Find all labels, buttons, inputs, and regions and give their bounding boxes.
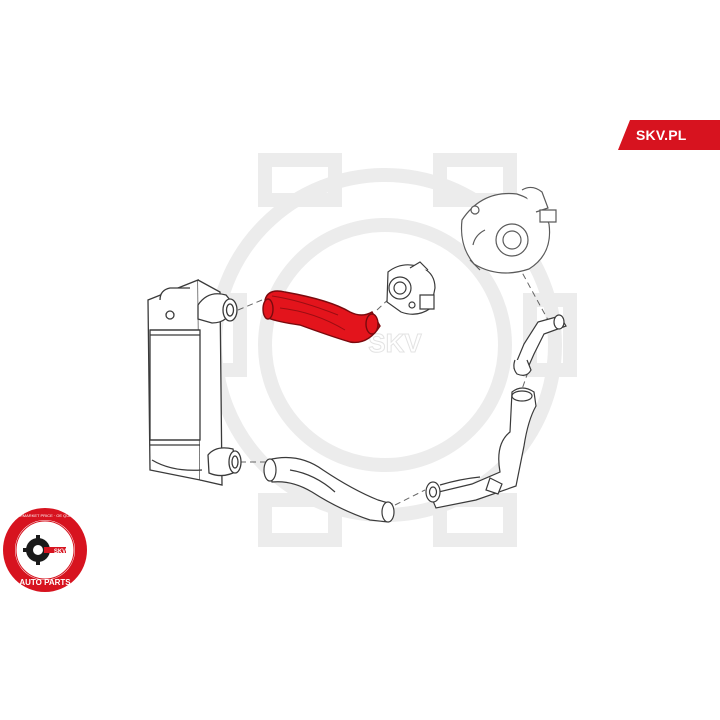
badge-center-text: SKV [54,549,66,555]
throttle-body [386,261,436,315]
turbo-outlet-pipe [513,314,567,376]
badge-bottom-text: AUTO PARTS [19,578,71,587]
turbocharger [460,186,557,274]
highlighted-charge-hose [262,290,381,344]
lower-connecting-hose [263,457,395,523]
watermark-text: SKV [368,328,422,358]
lower-charge-pipe [425,387,537,509]
skv-auto-parts-badge: SKV AUTO PARTS AFTERMARKET PRICE · OE QU… [3,508,87,592]
brand-tab-shape [618,120,720,150]
intercooler [147,279,242,486]
badge-ring-text: AFTERMARKET PRICE · OE QUALITY [10,513,81,518]
brand-site-label[interactable]: SKV.PL [636,127,687,143]
gear-wrench-icon [23,535,66,565]
connection-lines [237,264,549,506]
